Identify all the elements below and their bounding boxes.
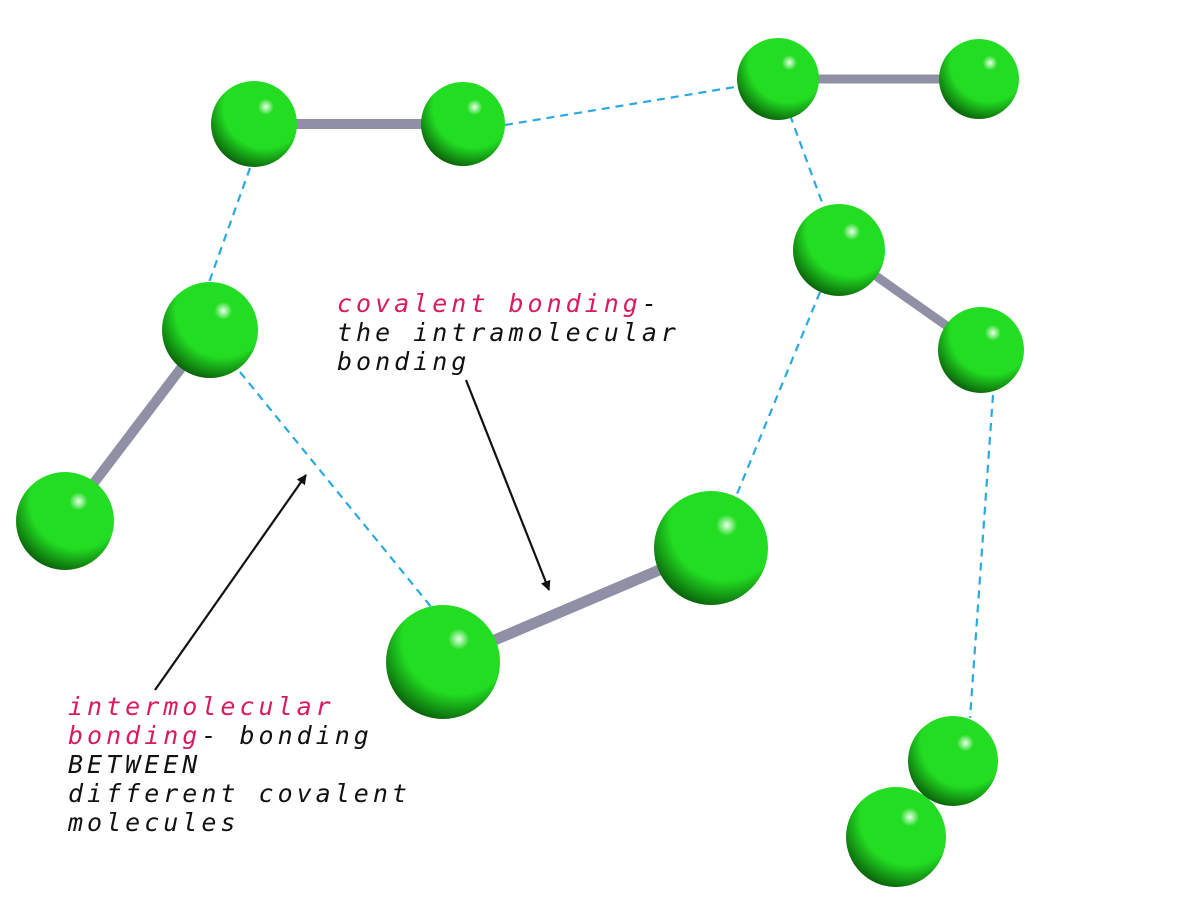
intermolecular-label-line5: molecules <box>68 808 240 837</box>
covalent-term: covalent bonding <box>337 289 642 318</box>
chlorine-atom <box>737 38 819 120</box>
chlorine-atom <box>908 716 998 806</box>
intermolecular-bond <box>735 291 822 495</box>
intermolecular-label-line3: BETWEEN <box>68 750 202 779</box>
intermolecular-label-line2: bonding- bonding <box>68 721 411 750</box>
intermolecular-bond <box>504 85 736 127</box>
intermolecular-bond <box>205 167 252 289</box>
intermolecular-bond <box>788 114 825 206</box>
chlorine-atom <box>793 204 885 296</box>
intermolecular-rest-line2: - bonding <box>201 721 373 750</box>
covalent-label-arrow <box>464 379 551 591</box>
chlorine-atom <box>16 472 114 570</box>
covalent-label: covalent bonding- the intramolecular bon… <box>337 289 680 376</box>
chlorine-atom <box>938 307 1024 393</box>
chlorine-atom <box>421 82 505 166</box>
intermolecular-bond <box>239 371 433 609</box>
covalent-label-line3: bonding <box>337 347 471 376</box>
intermolecular-label-arrow <box>154 474 307 691</box>
intermolecular-term-line2: bonding <box>68 721 202 750</box>
intermolecular-label-line4: different covalent <box>68 779 411 808</box>
chlorine-atom <box>386 605 500 719</box>
chlorine-atom <box>211 81 297 167</box>
intermolecular-label: intermolecular bonding- bonding BETWEEN … <box>68 692 411 837</box>
covalent-label-line2: the intramolecular <box>337 318 680 347</box>
chlorine-atom <box>162 282 258 378</box>
intermolecular-bond <box>968 394 995 719</box>
chlorine-atom <box>939 39 1019 119</box>
atoms <box>16 38 1024 887</box>
intermolecular-bonds <box>205 85 995 719</box>
covalent-dash: - <box>641 289 661 318</box>
chlorine-atom <box>654 491 768 605</box>
covalent-label-line1: covalent bonding- <box>337 289 680 318</box>
chlorine-atom <box>846 787 946 887</box>
intermolecular-term-line1: intermolecular <box>68 692 335 721</box>
